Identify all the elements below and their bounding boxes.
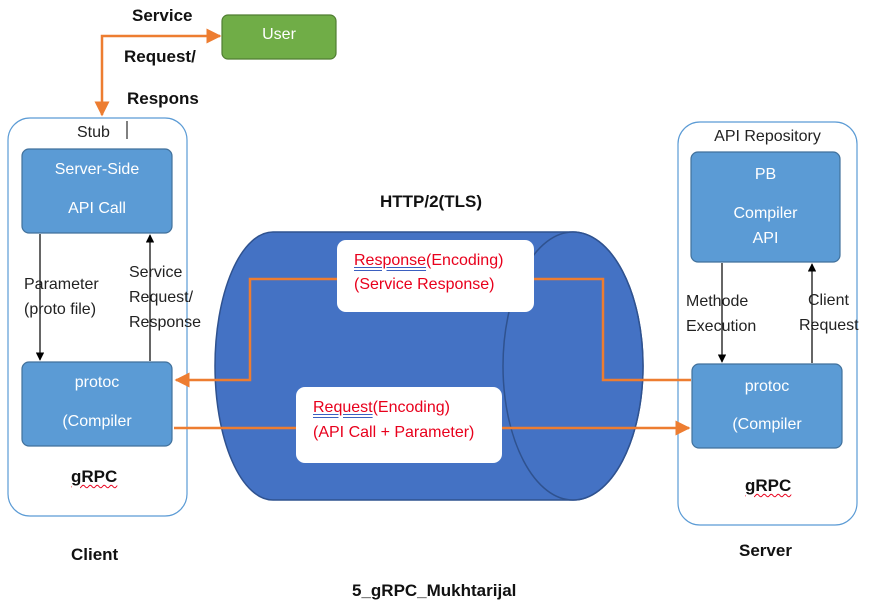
service-request-line-1: Service [132,6,193,25]
server-container [677,121,858,526]
api-call-line-2: API Call [68,200,126,217]
parameter-label-line-1: Parameter [24,276,99,293]
user-connector [94,28,222,117]
parameter-label-line-2: (proto file) [24,301,97,318]
response-encoding: (Encoding) [426,252,504,269]
pb-line-3: API [752,230,779,247]
request-detail-line: (API Call + Parameter) [313,424,475,441]
api-repository-label: API Repository [714,128,821,145]
client-request-line-1: Client [808,292,849,309]
response-label-panel [337,240,534,312]
server-protoc-box [691,363,843,449]
user-box [221,14,337,60]
footer-caption: 5_gRPC_Mukhtarijal [352,581,517,600]
service-request-line-3: Respons [127,89,199,108]
method-label-line-2: Execution [686,318,757,335]
api-call-line-1: Server-Side [54,161,140,178]
server-protoc-line-1: protoc [744,378,790,395]
client-request-line-2: Request [799,317,859,334]
user-label: User [262,26,296,43]
response-line-right [534,277,691,382]
response-encoding-line: Response(Encoding) [354,252,503,270]
response-detail-line: (Service Response) [354,276,495,293]
http2-title: HTTP/2(TLS) [380,192,482,211]
client-caption: Client [71,545,119,564]
service-label-line-1: Service [129,264,183,281]
method-label-line-1: Methode [686,293,749,310]
server-grpc-label: gRPC [745,476,792,495]
stub-label: Stub [77,124,110,141]
response-word: Response [354,252,427,269]
server-caption: Server [739,541,792,560]
request-label-panel [296,387,502,463]
client-container [7,117,188,517]
response-line-left [174,277,337,388]
client-grpc-label: gRPC [71,467,118,486]
server-protoc-line-2: (Compiler [732,416,802,433]
pb-line-1: PB [754,166,777,183]
client-protoc-line-2: (Compiler [62,413,132,430]
service-label-line-2: Request/ [129,289,194,306]
server-side-api-call-box [21,148,173,234]
client-protoc-line-1: protoc [74,374,120,391]
request-encoding-line: Request(Encoding) [313,399,450,417]
request-encoding: (Encoding) [372,399,450,416]
pb-line-2: Compiler [733,205,798,222]
service-request-line-2: Request/ [124,47,196,66]
client-protoc-box [21,361,173,447]
service-label-line-3: Response [129,314,202,331]
request-word: Request [313,399,373,416]
pb-compiler-api-box [690,151,841,263]
